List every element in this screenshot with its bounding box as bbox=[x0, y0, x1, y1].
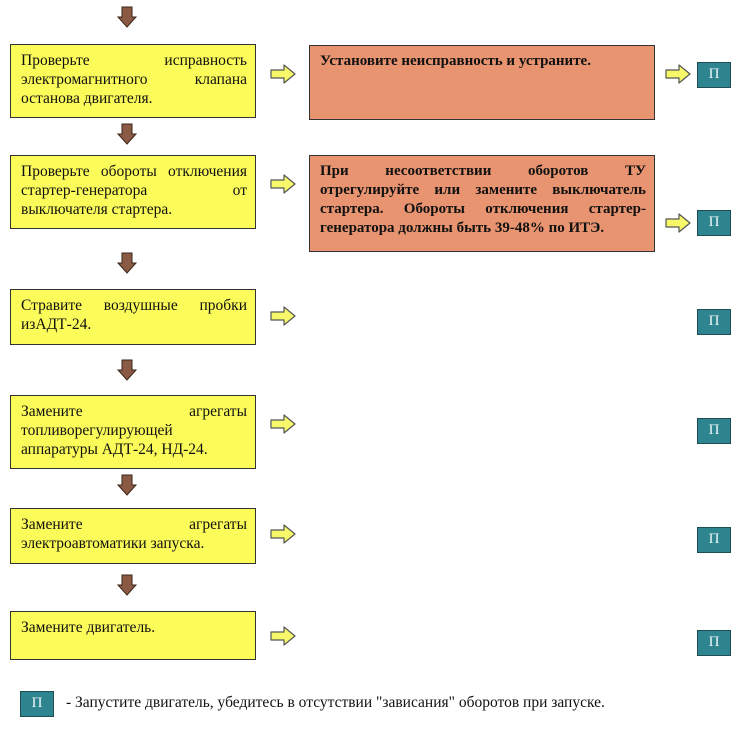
p-marker: П bbox=[697, 62, 731, 88]
action-text: При несоответствии оборотов ТУ отрегулир… bbox=[320, 163, 646, 236]
right-arrow-icon bbox=[270, 64, 296, 84]
step-text: Замените агрегаты электроавтоматики запу… bbox=[21, 516, 247, 552]
right-arrow-icon bbox=[270, 626, 296, 646]
down-arrow-icon bbox=[117, 574, 137, 596]
down-arrow-icon bbox=[117, 474, 137, 496]
step-text: Замените агрегаты топливорегулирующей ап… bbox=[21, 403, 247, 458]
p-marker: П bbox=[697, 309, 731, 335]
step-text: Стравите воздушные пробки изАДТ-24. bbox=[21, 297, 247, 333]
down-arrow-icon bbox=[117, 252, 137, 274]
step-box-3: Стравите воздушные пробки изАДТ-24. bbox=[10, 289, 256, 345]
step-box-5: Замените агрегаты электроавтоматики запу… bbox=[10, 508, 256, 564]
step-text: Проверьте исправность электромагнитного … bbox=[21, 52, 247, 107]
step-box-4: Замените агрегаты топливорегулирующей ап… bbox=[10, 395, 256, 469]
step-box-1: Проверьте исправность электромагнитного … bbox=[10, 44, 256, 118]
right-arrow-icon bbox=[665, 213, 691, 233]
legend-text: - Запустите двигатель, убедитесь в отсут… bbox=[66, 694, 605, 711]
p-marker: П bbox=[697, 418, 731, 444]
step-box-2: Проверьте обороты отключения стартер-ген… bbox=[10, 155, 256, 229]
p-marker: П bbox=[697, 630, 731, 656]
p-marker: П bbox=[697, 527, 731, 553]
action-text: Установите неисправность и устраните. bbox=[320, 53, 591, 69]
step-text: Проверьте обороты отключения стартер-ген… bbox=[21, 163, 247, 218]
right-arrow-icon bbox=[665, 64, 691, 84]
down-arrow-icon bbox=[117, 123, 137, 145]
down-arrow-icon bbox=[117, 359, 137, 381]
right-arrow-icon bbox=[270, 306, 296, 326]
p-marker: П bbox=[697, 210, 731, 236]
legend-p-marker: П bbox=[20, 691, 54, 717]
right-arrow-icon bbox=[270, 174, 296, 194]
action-box-2: При несоответствии оборотов ТУ отрегулир… bbox=[309, 155, 655, 252]
down-arrow-icon bbox=[117, 6, 137, 28]
right-arrow-icon bbox=[270, 524, 296, 544]
step-box-6: Замените двигатель. bbox=[10, 611, 256, 660]
step-text: Замените двигатель. bbox=[21, 619, 156, 636]
right-arrow-icon bbox=[270, 414, 296, 434]
action-box-1: Установите неисправность и устраните. bbox=[309, 45, 655, 120]
